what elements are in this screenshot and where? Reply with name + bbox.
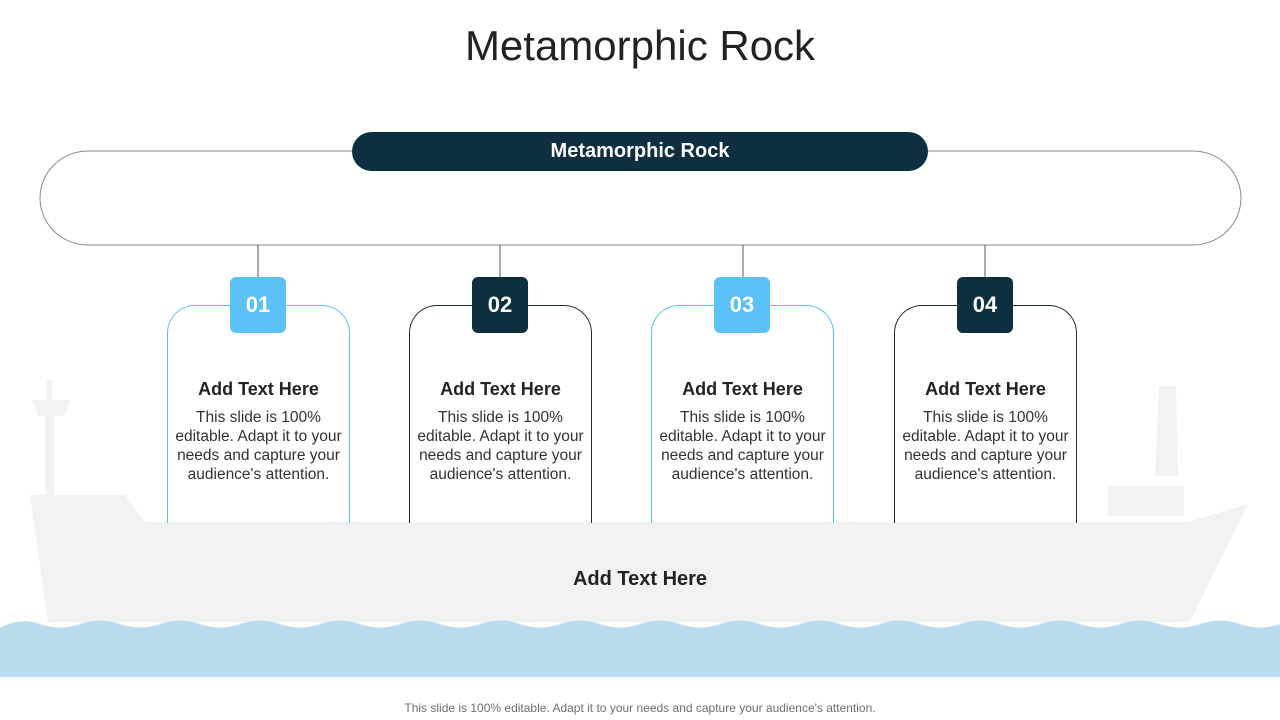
card-1-body: This slide is 100% editable. Adapt it to…: [175, 409, 342, 483]
funnel: [1155, 386, 1178, 476]
ship-hull: [30, 495, 1248, 622]
card-3-number-badge: 03: [714, 277, 770, 333]
card-2-body: This slide is 100% editable. Adapt it to…: [417, 409, 584, 483]
ship-label: Add Text Here: [572, 568, 708, 590]
mast-top: [47, 380, 52, 400]
mast-pole: [45, 416, 54, 496]
page-title: Metamorphic Rock: [464, 22, 816, 69]
cabin: [1108, 486, 1184, 516]
water-waves: [0, 620, 1280, 677]
card-4-heading: Add Text Here: [925, 379, 1046, 399]
card-4-body: This slide is 100% editable. Adapt it to…: [902, 409, 1069, 483]
card-3-heading: Add Text Here: [682, 379, 803, 399]
header-pill: Metamorphic Rock: [352, 132, 928, 171]
card-4-number-badge: 04: [957, 277, 1013, 333]
card-2-heading: Add Text Here: [440, 379, 561, 399]
footer-note: This slide is 100% editable. Adapt it to…: [404, 701, 876, 715]
header-label: Metamorphic Rock: [550, 140, 730, 162]
frame-outline: [39, 150, 1242, 246]
card-1-number-badge: 01: [230, 277, 286, 333]
card-2-number-badge: 02: [472, 277, 528, 333]
card-1-heading: Add Text Here: [198, 379, 319, 399]
crows-nest: [32, 400, 70, 416]
card-3-body: This slide is 100% editable. Adapt it to…: [659, 409, 826, 483]
